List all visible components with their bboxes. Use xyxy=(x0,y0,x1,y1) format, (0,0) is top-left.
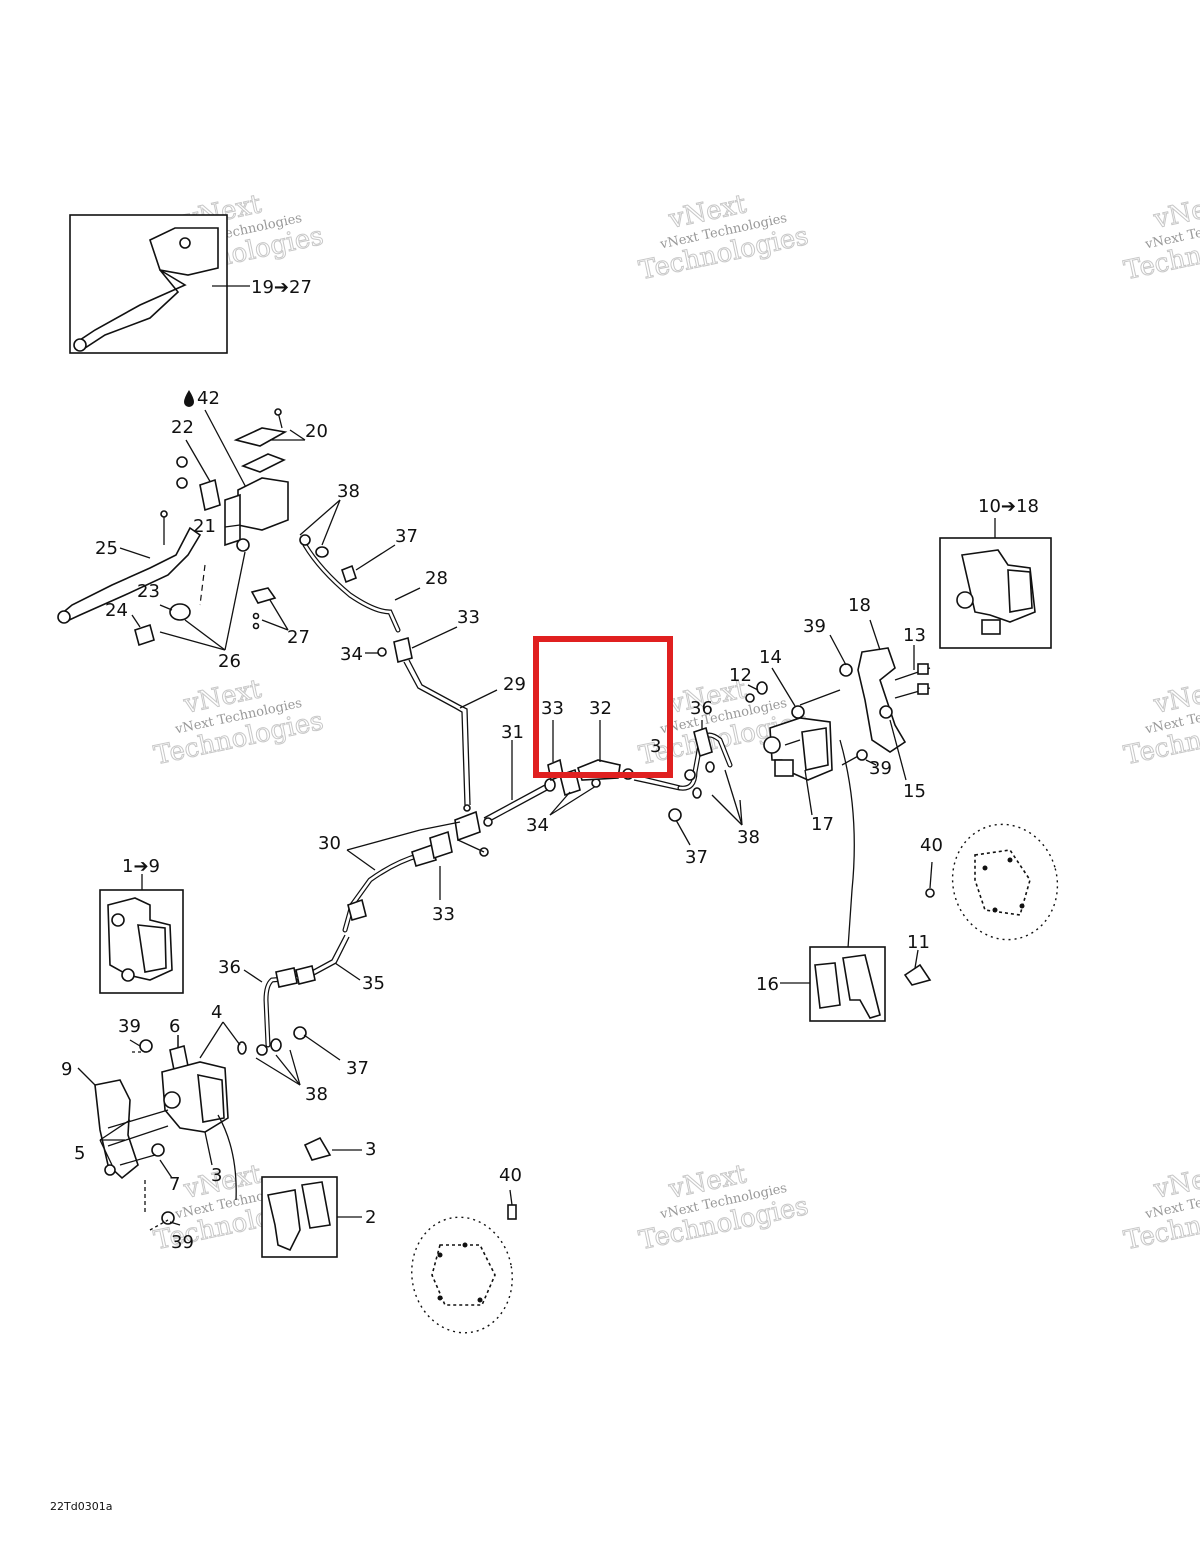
pipe-29 xyxy=(403,659,498,842)
callout-17: 17 xyxy=(811,814,834,835)
callout-32: 32 xyxy=(589,698,612,719)
callout-39: 39 xyxy=(869,758,892,779)
callout-42: 42 xyxy=(197,388,220,409)
callout-36: 36 xyxy=(690,698,713,719)
callout-33: 33 xyxy=(432,904,455,925)
hose-35 xyxy=(237,934,361,1086)
callout-35: 35 xyxy=(362,973,385,994)
callout-38: 38 xyxy=(337,481,360,502)
callout-15: 15 xyxy=(903,781,926,802)
pads-16 xyxy=(780,946,886,1022)
callout-40: 40 xyxy=(499,1165,522,1186)
callout-11: 11 xyxy=(907,932,930,953)
callout-2: 2 xyxy=(365,1207,376,1228)
callout-40: 40 xyxy=(920,835,943,856)
left-caliper-assembly xyxy=(77,1021,241,1231)
watermark: vNext vNext Technologies Technologies xyxy=(1121,1159,1200,1257)
callout-3-partial: 3 xyxy=(650,736,661,757)
watermark: vNext vNext Technologies Technologies xyxy=(1121,674,1200,772)
callout-21: 21 xyxy=(193,516,216,537)
highlight-box xyxy=(533,636,673,778)
watermark: vNext vNext Technologies Technologies xyxy=(151,674,327,772)
callout-23: 23 xyxy=(137,581,160,602)
callout-39: 39 xyxy=(803,616,826,637)
callout-16: 16 xyxy=(756,974,779,995)
callout-29: 29 xyxy=(503,674,526,695)
callout-19-27: 19➔27 xyxy=(251,277,312,298)
watermark: vNext vNext Technologies Technologies xyxy=(636,189,812,287)
callout-24: 24 xyxy=(105,600,128,621)
figure-code: 22Td0301a xyxy=(50,1500,112,1513)
hose-30 xyxy=(342,821,461,933)
callout-34: 34 xyxy=(340,644,363,665)
hose-28 xyxy=(299,499,458,664)
callout-38: 38 xyxy=(737,827,760,848)
right-brake-disc xyxy=(925,823,1059,941)
callout-37: 37 xyxy=(346,1058,369,1079)
callout-31: 31 xyxy=(501,722,524,743)
watermark: vNext vNext Technologies Technologies xyxy=(636,1159,812,1257)
callout-33: 33 xyxy=(457,607,480,628)
watermark: vNext vNext Technologies Technologies xyxy=(1121,189,1200,287)
callout-9: 9 xyxy=(61,1059,72,1080)
clip-11 xyxy=(903,949,932,986)
callout-36: 36 xyxy=(218,957,241,978)
callout-38: 38 xyxy=(305,1084,328,1105)
callout-3: 3 xyxy=(211,1165,222,1186)
callout-25: 25 xyxy=(95,538,118,559)
callout-28: 28 xyxy=(425,568,448,589)
inset-master-cylinder xyxy=(69,214,250,354)
callout-1-9: 1➔9 xyxy=(122,856,160,877)
callout-27: 27 xyxy=(287,627,310,648)
callout-10-18: 10➔18 xyxy=(978,496,1039,517)
callout-37: 37 xyxy=(395,526,418,547)
callout-30: 30 xyxy=(318,833,341,854)
inset-right-caliper xyxy=(939,518,1052,649)
callout-33: 33 xyxy=(541,698,564,719)
callout-labels: 19➔27 42 20 22 21 38 37 25 23 24 26 27 2… xyxy=(61,277,1039,1253)
inset-left-caliper xyxy=(99,874,184,994)
callout-12: 12 xyxy=(729,665,752,686)
callout-39: 39 xyxy=(171,1232,194,1253)
clip-3 xyxy=(303,1136,362,1161)
callout-37: 37 xyxy=(685,847,708,868)
callout-39: 39 xyxy=(118,1016,141,1037)
right-caliper-assembly xyxy=(745,619,931,949)
callout-18: 18 xyxy=(848,595,871,616)
callout-5: 5 xyxy=(74,1143,85,1164)
oil-drop-icon xyxy=(184,390,194,407)
callout-4: 4 xyxy=(211,1002,222,1023)
callout-3: 3 xyxy=(365,1139,376,1160)
callout-20: 20 xyxy=(305,421,328,442)
hose-right xyxy=(668,720,743,846)
callout-26: 26 xyxy=(218,651,241,672)
callout-22: 22 xyxy=(171,417,194,438)
master-cylinder-assembly xyxy=(57,390,306,651)
callout-6: 6 xyxy=(169,1016,180,1037)
callout-7: 7 xyxy=(169,1174,180,1195)
callout-13: 13 xyxy=(903,625,926,646)
pads-2 xyxy=(261,1176,362,1258)
callout-34: 34 xyxy=(526,815,549,836)
callout-14: 14 xyxy=(759,647,782,668)
left-brake-disc xyxy=(411,1189,517,1334)
